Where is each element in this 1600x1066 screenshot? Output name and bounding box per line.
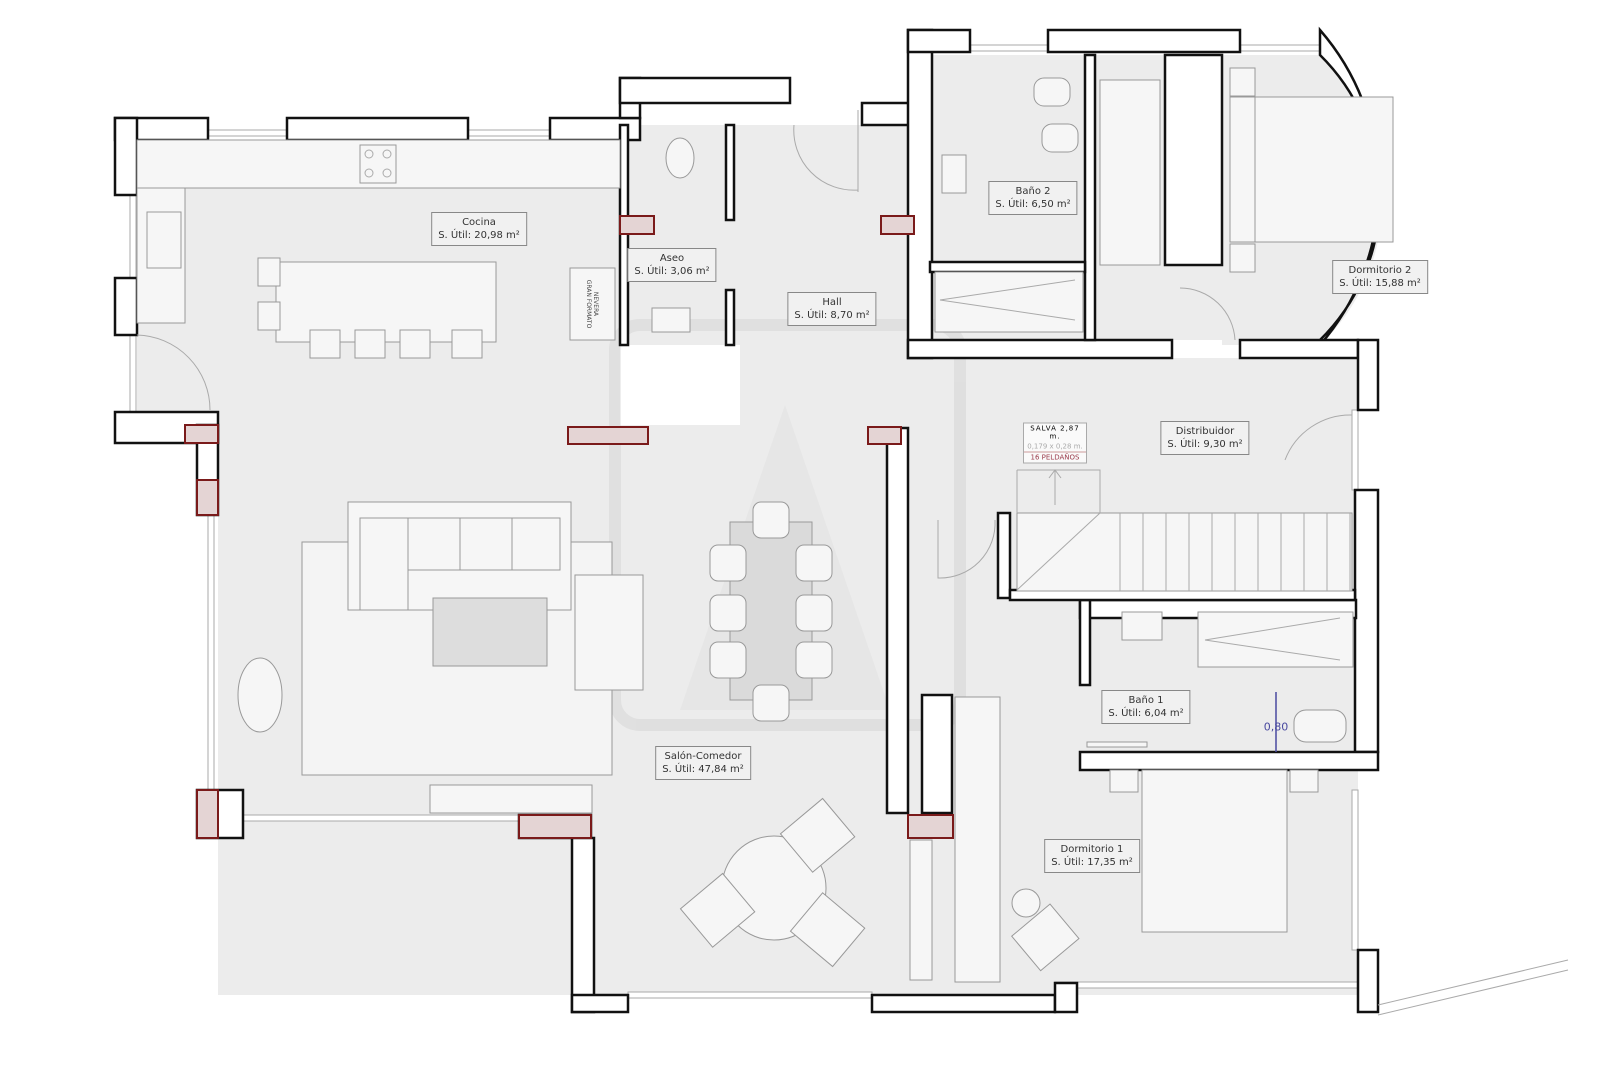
room-name: Baño 2	[1015, 186, 1051, 197]
room-area: S. Útil: 6,04 m²	[1108, 708, 1184, 719]
stairs-label: SALVA 2,87 m. 0,179 x 0,28 m. 16 PELDAÑO…	[1023, 422, 1087, 464]
room-label-aseo: Aseo S. Útil: 3,06 m²	[627, 248, 717, 282]
room-label-salon-comedor: Salón-Comedor S. Útil: 47,84 m²	[655, 746, 751, 780]
staircase	[1016, 414, 1353, 592]
bedroom-1-furniture	[909, 519, 1354, 983]
fridge-label-line2: GRAN FORMATO	[585, 279, 592, 329]
room-area: S. Útil: 17,35 m²	[1051, 857, 1133, 868]
room-label-cocina: Cocina S. Útil: 20,98 m²	[431, 212, 527, 246]
room-name: Dormitorio 1	[1060, 844, 1124, 855]
stairs-step-size: 0,179 x 0,28 m.	[1027, 442, 1083, 451]
kitchen-furniture	[136, 139, 621, 411]
room-label-bano-2: Baño 2 S. Útil: 6,50 m²	[988, 181, 1078, 215]
room-area: S. Útil: 47,84 m²	[662, 764, 744, 775]
room-name: Distribuidor	[1175, 426, 1235, 437]
room-name: Salón-Comedor	[664, 751, 742, 762]
kitchen-island	[275, 261, 497, 343]
room-area: S. Útil: 20,98 m²	[438, 230, 520, 241]
room-label-distribuidor: Distribuidor S. Útil: 9,30 m²	[1160, 421, 1250, 455]
stairs-step-count: 16 PELDAÑOS	[1024, 451, 1086, 463]
room-label-bano-1: Baño 1 S. Útil: 6,04 m²	[1101, 690, 1191, 724]
room-label-dormitorio-1: Dormitorio 1 S. Útil: 17,35 m²	[1044, 839, 1140, 873]
room-label-hall: Hall S. Útil: 8,70 m²	[787, 292, 877, 326]
room-area: S. Útil: 15,88 m²	[1339, 278, 1421, 289]
room-name: Baño 1	[1128, 695, 1164, 706]
dimension-label: 0,80	[1263, 720, 1289, 734]
kitchen-sink	[146, 211, 182, 269]
terrace-line	[1377, 959, 1569, 1016]
room-area: S. Útil: 9,30 m²	[1167, 439, 1243, 450]
bedroom-2-furniture	[934, 67, 1394, 341]
room-name: Dormitorio 2	[1348, 265, 1412, 276]
room-area: S. Útil: 3,06 m²	[634, 266, 710, 277]
aseo-fixtures	[651, 110, 859, 333]
fridge	[569, 267, 616, 341]
room-name: Aseo	[659, 253, 685, 264]
room-area: S. Útil: 6,50 m²	[995, 199, 1071, 210]
fridge-label-line1: NEVERA	[592, 291, 599, 317]
room-name: Hall	[822, 297, 842, 308]
cooktop	[359, 144, 397, 184]
room-label-dormitorio-2: Dormitorio 2 S. Útil: 15,88 m²	[1332, 260, 1428, 294]
columns	[184, 215, 954, 839]
living-furniture	[237, 501, 866, 968]
room-name: Cocina	[462, 217, 496, 228]
room-area: S. Útil: 8,70 m²	[794, 310, 870, 321]
stairs-height: SALVA 2,87 m.	[1030, 424, 1080, 441]
